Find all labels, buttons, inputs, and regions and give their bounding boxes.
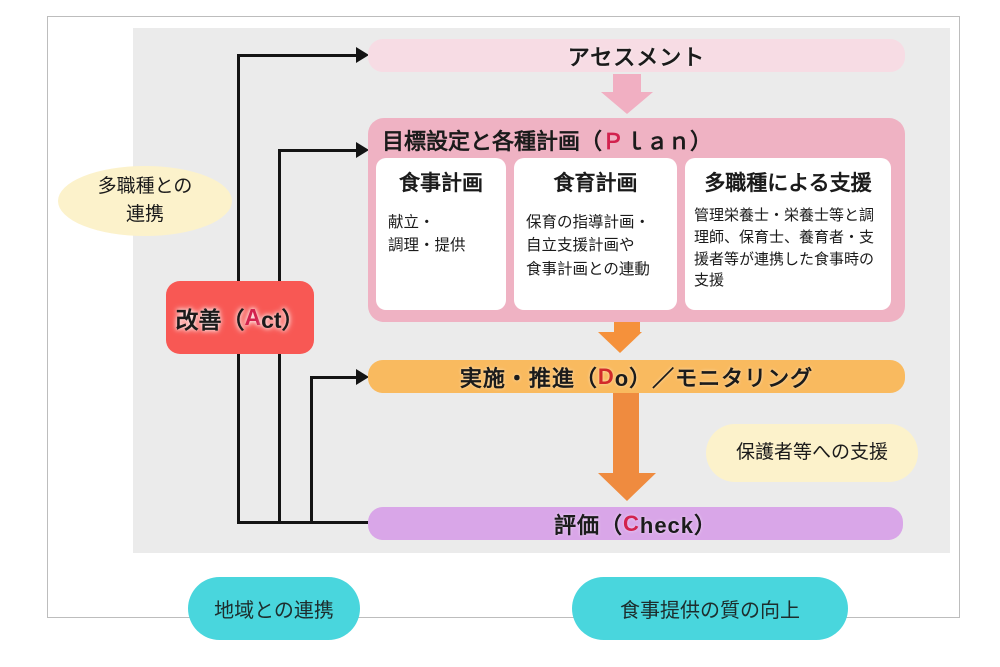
note-guardian-support-label: 保護者等への支援 bbox=[735, 442, 888, 464]
assessment-bar: アセスメント bbox=[368, 39, 905, 72]
arrow-do-to-check-icon bbox=[598, 473, 656, 501]
act-label-post: ct） bbox=[261, 306, 305, 333]
food-education-plan-title: 食育計画 bbox=[553, 172, 638, 195]
note-guardian-support: 保護者等への支援 bbox=[706, 424, 918, 482]
page-border bbox=[47, 16, 960, 618]
arrow-plan-to-do-icon bbox=[598, 332, 642, 353]
multi-profession-support-card: 多職種による支援 管理栄養士・栄養士等と調理師、保育士、養育者・支援者等が連携し… bbox=[685, 158, 891, 310]
check-label-pre: 評価（ bbox=[553, 512, 623, 538]
arrow-assessment-to-plan-shaft bbox=[613, 74, 641, 92]
pill-meal-quality-improvement-label: 食事提供の質の向上 bbox=[620, 600, 800, 622]
connector-line-to-do-horizontal bbox=[310, 376, 359, 379]
do-label-post: o）／モニタリング bbox=[614, 365, 814, 391]
multi-profession-support-body: 管理栄養士・栄養士等と調理師、保育士、養育者・支援者等が連携した食事時の支援 bbox=[694, 207, 875, 290]
note-multi-profession-cooperation: 多職種との 連携 bbox=[58, 166, 232, 236]
check-label-post: heck） bbox=[639, 512, 718, 538]
pill-region-cooperation-label: 地域との連携 bbox=[214, 600, 334, 622]
connector-line-to-plan-horizontal bbox=[278, 149, 359, 152]
assessment-label: アセスメント bbox=[567, 44, 706, 70]
connector-line-to-assessment-horizontal bbox=[237, 54, 359, 57]
arrowhead-to-do bbox=[356, 369, 369, 385]
food-education-plan-card: 食育計画 保育の指導計画・ 自立支援計画や 食事計画との連動 bbox=[514, 158, 677, 310]
act-label-pre: 改善（ bbox=[175, 306, 245, 333]
arrow-plan-to-do-shaft bbox=[614, 322, 640, 332]
food-education-plan-body: 保育の指導計画・ 自立支援計画や 食事計画との連動 bbox=[526, 214, 651, 278]
act-label-accent-letter: A bbox=[244, 304, 262, 330]
do-label-pre: 実施・推進（ bbox=[459, 365, 598, 391]
plan-title-post: ｌａｎ） bbox=[624, 129, 713, 154]
meal-plan-body: 献立・ 調理・提供 bbox=[388, 214, 466, 255]
multi-profession-support-title: 多職種による支援 bbox=[704, 172, 872, 195]
arrow-assessment-to-plan-icon bbox=[601, 92, 653, 114]
check-label-accent-letter: C bbox=[622, 510, 640, 536]
arrow-do-to-check-shaft bbox=[613, 393, 639, 473]
pill-region-cooperation: 地域との連携 bbox=[188, 577, 360, 640]
note-multi-profession-label: 多職種との 連携 bbox=[97, 176, 193, 225]
meal-plan-title: 食事計画 bbox=[399, 172, 483, 195]
pill-meal-quality-improvement: 食事提供の質の向上 bbox=[572, 577, 848, 640]
plan-title: 目標設定と各種計画（Ｐｌａｎ） bbox=[382, 124, 712, 156]
plan-title-pre: 目標設定と各種計画（ bbox=[382, 129, 603, 154]
arrowhead-to-assessment bbox=[356, 47, 369, 63]
meal-plan-card: 食事計画 献立・ 調理・提供 bbox=[376, 158, 506, 310]
arrowhead-to-plan bbox=[356, 142, 369, 158]
do-label-accent-letter: D bbox=[597, 363, 615, 389]
plan-title-accent-letter: Ｐ bbox=[602, 129, 625, 154]
connector-line-from-check-horizontal bbox=[237, 521, 370, 524]
connector-line-check-to-do-vertical bbox=[310, 376, 313, 524]
